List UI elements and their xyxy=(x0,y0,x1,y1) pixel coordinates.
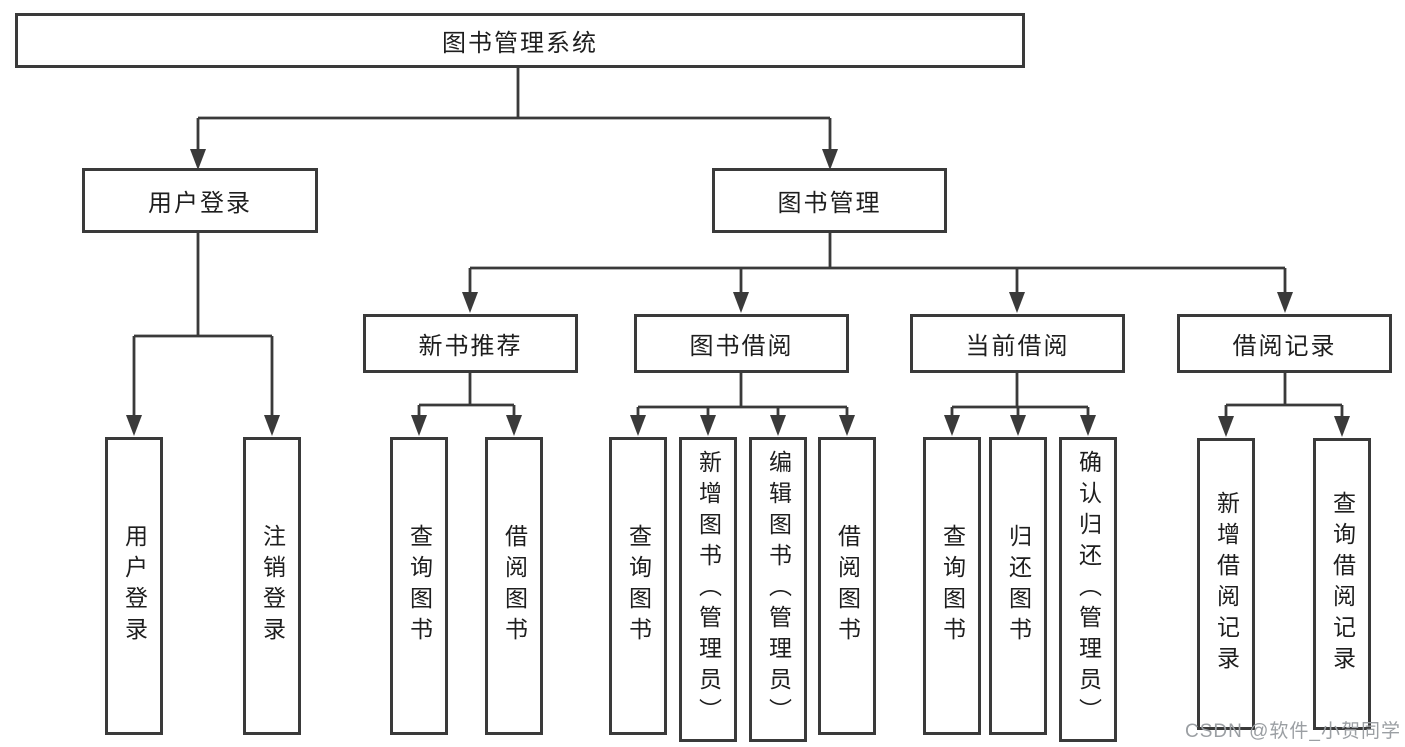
arrowhead-icon xyxy=(1009,292,1025,313)
leaf-borrow-book-recommend: 借阅图书 xyxy=(485,437,543,735)
arrowhead-icon xyxy=(1010,415,1026,436)
arrowhead-icon xyxy=(770,415,786,436)
arrowhead-icon xyxy=(411,415,427,436)
leaf-borrow-book: 借阅图书 xyxy=(818,437,876,735)
arrowhead-icon xyxy=(1334,416,1350,437)
arrowhead-icon xyxy=(1080,415,1096,436)
leaf-return-book: 归还图书 xyxy=(989,437,1047,735)
arrowhead-icon xyxy=(462,292,478,313)
connector-newbook-to-children xyxy=(417,373,516,418)
leaf-edit-book-admin: 编辑图书（管理员） xyxy=(749,437,807,742)
arrowhead-icon xyxy=(264,415,280,436)
node-current-borrow: 当前借阅 xyxy=(910,314,1125,373)
connector-userlogin-to-children xyxy=(132,233,274,418)
leaf-confirm-return-admin: 确认归还（管理员） xyxy=(1059,437,1117,742)
leaf-add-book-admin: 新增图书（管理员） xyxy=(679,437,737,742)
connector-bookborrow-to-children xyxy=(636,373,849,418)
connector-bookmgmt-to-level3 xyxy=(468,233,1287,295)
leaf-add-borrow-record: 新增借阅记录 xyxy=(1197,438,1255,730)
leaf-query-book-borrow: 查询图书 xyxy=(609,437,667,735)
node-user-login: 用户登录 xyxy=(82,168,318,233)
leaf-query-book-recommend: 查询图书 xyxy=(390,437,448,735)
node-new-book-recommend: 新书推荐 xyxy=(363,314,578,373)
arrowhead-icon xyxy=(630,415,646,436)
arrowhead-icon xyxy=(944,415,960,436)
leaf-query-book-current: 查询图书 xyxy=(923,437,981,735)
watermark: CSDN @软件_小贺同学 xyxy=(1185,721,1401,742)
arrowhead-icon xyxy=(190,149,206,170)
arrowhead-icon xyxy=(700,415,716,436)
arrowhead-icon xyxy=(733,292,749,313)
leaf-query-borrow-record: 查询借阅记录 xyxy=(1313,438,1371,730)
arrowhead-icon xyxy=(1218,416,1234,437)
node-borrow-records: 借阅记录 xyxy=(1177,314,1392,373)
leaf-logout: 注销登录 xyxy=(243,437,301,735)
arrowhead-icon xyxy=(126,415,142,436)
arrowhead-icon xyxy=(506,415,522,436)
arrowhead-icon xyxy=(822,149,838,170)
connector-root-to-level2 xyxy=(196,68,832,152)
leaf-user-login: 用户登录 xyxy=(105,437,163,735)
arrowhead-icon xyxy=(1277,292,1293,313)
arrowhead-icon xyxy=(839,415,855,436)
connector-currentborrow-to-children xyxy=(950,373,1090,418)
arrowheads xyxy=(126,149,1350,437)
node-book-borrow: 图书借阅 xyxy=(634,314,849,373)
node-root: 图书管理系统 xyxy=(15,13,1025,68)
connector-borrowrecords-to-children xyxy=(1224,373,1344,419)
node-book-management: 图书管理 xyxy=(712,168,947,233)
